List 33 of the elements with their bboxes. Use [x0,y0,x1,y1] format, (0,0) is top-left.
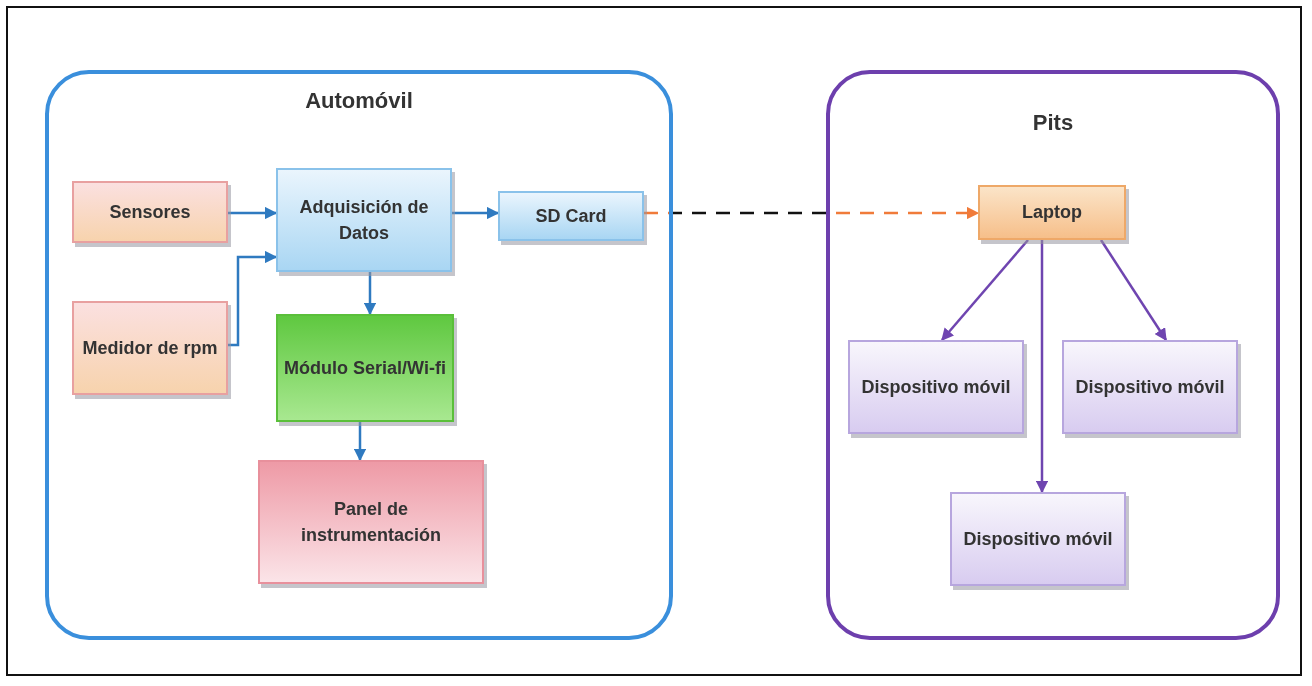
process-box [258,460,484,584]
group-container [45,70,673,640]
box-label: Dispositivo móvil [1074,375,1226,399]
arrow [452,206,500,220]
box-label: Sensores [108,200,192,224]
process-box [498,191,644,241]
box-label: Adquisición de Datos [298,195,430,245]
arrow [228,250,278,347]
arrow [363,272,377,316]
arrow [941,239,1029,341]
box-label: Módulo Serial/Wi-fi [283,356,447,380]
group-heading: Pits [1031,110,1075,136]
process-box [950,492,1126,586]
arrow [228,206,278,220]
process-box [72,301,228,395]
process-box [276,168,452,272]
box-label: Laptop [1021,201,1083,225]
box-label: Dispositivo móvil [860,375,1012,399]
arrow [353,422,367,462]
arrow [1035,240,1049,494]
box-label: SD Card [534,204,608,228]
process-box [276,314,454,422]
box-label: Medidor de rpm [81,336,219,360]
process-box [1062,340,1238,434]
box-label: Dispositivo móvil [962,527,1114,551]
group-heading: Automóvil [304,88,414,114]
box-label: Panel de instrumentación [300,497,442,547]
arrow [1099,239,1168,342]
group-container [826,70,1280,640]
process-box [978,185,1126,240]
arrow [644,206,980,220]
process-box [72,181,228,243]
process-box [848,340,1024,434]
